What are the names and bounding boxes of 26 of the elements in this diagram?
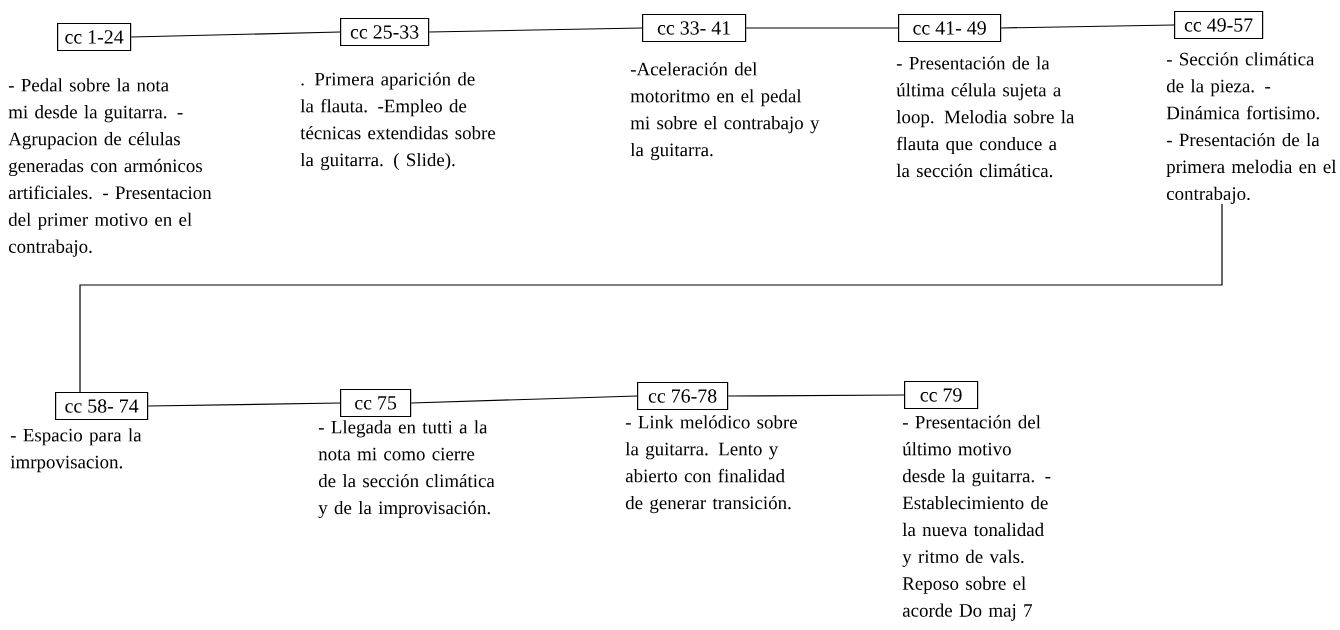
description-text: - Sección climática de la pieza. - Dinámica fortisimo. - Presentación de la primera melodia en el contrabajo. [1166,52,1337,204]
measure-box: cc 41- 49 [898,13,1002,43]
description-text: -Aceleración del motoritmo en el pedal mi sobre el contrabajo y la guitarra. [630,62,820,161]
connector-line [147,402,341,407]
connector-line [745,27,899,29]
measure-box: cc 75 [340,388,412,418]
measure-box: cc 33- 41 [642,13,747,43]
connector-line [727,394,905,397]
description-text: - Link melódico sobre la guitarra. Lento y abierto con finalidad de generar transición. [625,415,797,514]
measure-box: cc 76-78 [637,381,729,411]
description-text: - Llegada en tutti a la nota mi como cierre de la sección climática y de la improvisación. [318,420,495,519]
description-text: - Presentación de la última célula sujeta a loop. Melodia sobre la flauta que conduce a la sección climática. [896,56,1075,178]
connector-line [130,31,341,38]
description-text: - Espacio para la imrpovisacion. [10,428,142,473]
measure-box: cc 25-33 [340,17,430,47]
description-text: - Pedal sobre la nota mi desde la guitarra. - Agrupacion de células generadas con armónicos artificiales. - Presentacion del primer motivo en el contrabajo. [8,78,212,257]
measure-box: cc 79 [904,380,979,410]
description-text: - Presentación del último motivo desde la guitarra. - Establecimiento de la nueva tonalidad y ritmo de vals. Reposo sobre el acorde Do maj 7 [902,415,1051,621]
measure-box: cc 1-24 [57,22,132,52]
description-text: . Primera aparición de la flauta. -Empleo de técnicas extendidas sobre la guitarra. ( Slide). [300,72,496,171]
measure-box: cc 49-57 [1174,10,1264,40]
connector-line [410,395,638,404]
connector-line [428,27,643,33]
connector-line [1000,24,1175,29]
connector-line [79,203,1223,393]
measure-box: cc 58- 74 [55,391,149,421]
